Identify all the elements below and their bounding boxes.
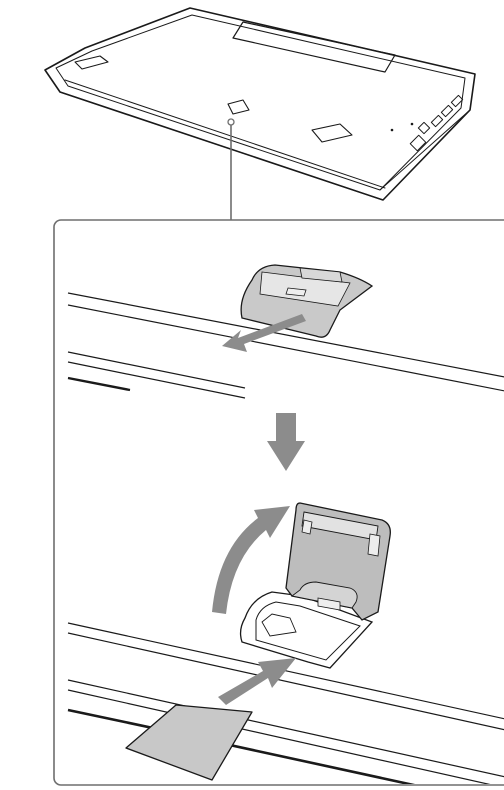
laptop-underside-illustration [45,8,475,200]
laptop-body-outline [45,8,475,200]
